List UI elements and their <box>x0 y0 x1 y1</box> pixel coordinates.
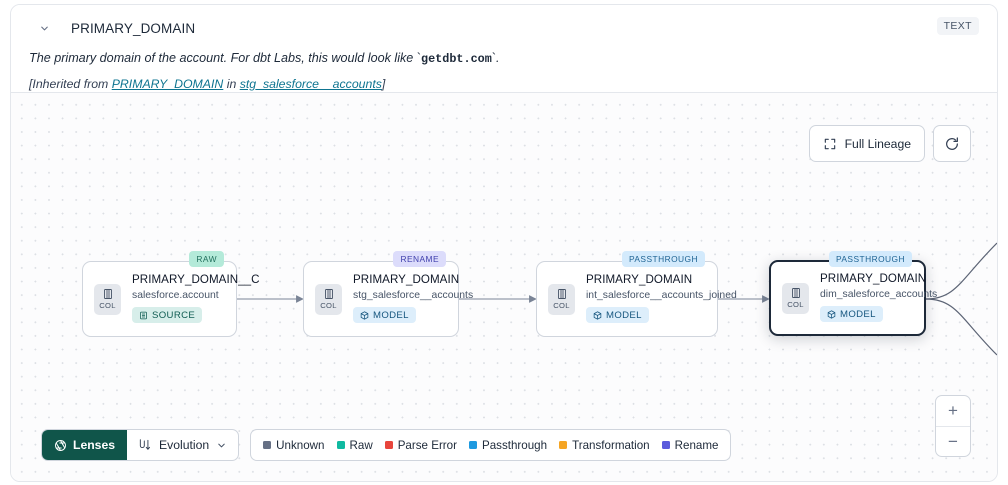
legend-item: Unknown <box>263 438 325 452</box>
inherited-column-link[interactable]: PRIMARY_DOMAIN <box>111 76 224 91</box>
column-type-badge: TEXT <box>936 17 979 35</box>
description-suffix: . <box>496 51 500 65</box>
legend-label: Transformation <box>572 438 650 452</box>
full-lineage-button[interactable]: Full Lineage <box>808 125 925 162</box>
column-chip-label: COL <box>99 301 116 310</box>
node-kind-label: MODEL <box>373 309 409 321</box>
node-lens-tag: PASSTHROUGH <box>828 251 912 267</box>
title-row: PRIMARY_DOMAIN <box>29 15 979 41</box>
lineage-node[interactable]: RAW COL PRIMARY_DOMAIN__C salesforce.acc… <box>82 251 260 337</box>
node-kind-pill: MODEL <box>820 306 883 323</box>
legend-swatch <box>559 441 568 449</box>
refresh-icon <box>944 136 960 152</box>
node-lens-tag: RAW <box>189 251 224 267</box>
node-body: PRIMARY_DOMAIN dim_salesforce_accounts M… <box>820 272 937 324</box>
node-kind-label: SOURCE <box>152 309 196 321</box>
database-icon <box>140 311 147 319</box>
inherited-suffix: ] <box>381 76 386 91</box>
lens-legend: Unknown Raw Parse Error Passthrough Tran… <box>250 429 732 461</box>
node-body: PRIMARY_DOMAIN int_salesforce__accounts_… <box>586 273 737 325</box>
node-kind-pill: MODEL <box>586 307 649 324</box>
legend-item: Raw <box>336 438 373 452</box>
inherited-prefix: [Inherited from <box>29 76 112 91</box>
node-lens-tag: PASSTHROUGH <box>621 251 705 267</box>
lineage-node[interactable]: PASSTHROUGH COL PRIMARY_DOMAIN int_sales… <box>536 251 737 337</box>
lenses-button[interactable]: Lenses <box>42 430 128 460</box>
column-icon: COL <box>94 283 121 315</box>
node-table-name: int_salesforce__accounts_joined <box>586 290 737 302</box>
legend-swatch <box>661 441 670 449</box>
node-kind-pill: MODEL <box>353 307 416 324</box>
legend-item: Rename <box>661 438 719 452</box>
node-kind-label: MODEL <box>840 308 876 320</box>
aperture-icon <box>54 439 67 452</box>
legend-swatch <box>263 441 272 449</box>
node-column-name: PRIMARY_DOMAIN <box>820 272 927 286</box>
canvas-top-controls: Full Lineage <box>808 125 971 162</box>
expand-icon <box>823 137 837 151</box>
column-lineage-panel: PRIMARY_DOMAIN TEXT The primary domain o… <box>10 4 998 482</box>
lens-control-group: Lenses Evolution <box>41 429 240 461</box>
legend-swatch <box>468 441 477 449</box>
legend-label: Rename <box>674 438 719 452</box>
node-body: PRIMARY_DOMAIN stg_salesforce__accounts … <box>353 273 473 325</box>
evolution-dropdown[interactable]: Evolution <box>127 430 238 460</box>
lenses-label: Lenses <box>73 438 116 452</box>
panel-header: PRIMARY_DOMAIN TEXT The primary domain o… <box>11 5 997 92</box>
legend-item: Parse Error <box>384 438 457 452</box>
legend-label: Parse Error <box>397 438 457 452</box>
lineage-node-selected[interactable]: PASSTHROUGH COL PRIMARY_DOMAIN dim_sales… <box>769 251 937 336</box>
full-lineage-label: Full Lineage <box>844 136 911 151</box>
description-code: getdbt.com <box>421 52 492 66</box>
column-chip-label: COL <box>787 300 804 309</box>
node-column-name: PRIMARY_DOMAIN <box>353 273 460 287</box>
lineage-canvas[interactable]: RAW COL PRIMARY_DOMAIN__C salesforce.acc… <box>11 92 997 481</box>
node-column-name: PRIMARY_DOMAIN__C <box>132 273 260 287</box>
legend-item: Transformation <box>559 439 650 452</box>
zoom-controls: + − <box>935 395 971 457</box>
chevron-down-icon[interactable] <box>33 17 55 39</box>
canvas-bottom-bar: Lenses Evolution <box>41 429 732 461</box>
cube-icon <box>827 310 836 319</box>
node-column-name: PRIMARY_DOMAIN <box>586 273 693 287</box>
page-title: PRIMARY_DOMAIN <box>71 20 196 36</box>
node-table-name: stg_salesforce__accounts <box>353 290 474 302</box>
lineage-node[interactable]: RENAME COL PRIMARY_DOMAIN stg_salesforce… <box>303 251 473 337</box>
column-icon: COL <box>782 282 809 314</box>
legend-label: Unknown <box>276 438 325 452</box>
inherited-from-note: [Inherited from PRIMARY_DOMAIN in stg_sa… <box>29 77 979 91</box>
column-description: The primary domain of the account. For d… <box>29 51 500 66</box>
cube-icon <box>593 311 602 320</box>
node-kind-label: MODEL <box>606 309 642 321</box>
node-lens-tag: RENAME <box>393 251 446 267</box>
chevron-down-icon <box>216 440 227 451</box>
column-icon: COL <box>315 283 342 315</box>
lineage-edges <box>237 242 997 356</box>
node-table-name: salesforce.account <box>132 290 219 302</box>
legend-item: Passthrough <box>468 438 548 452</box>
node-table-name: dim_salesforce_accounts <box>820 289 938 301</box>
description-text: The primary domain of the account. For d… <box>29 51 417 65</box>
evolution-label: Evolution <box>159 438 210 452</box>
legend-swatch <box>384 441 393 449</box>
inherited-joiner: in <box>223 76 240 91</box>
node-body: PRIMARY_DOMAIN__C salesforce.account SOU… <box>132 273 260 325</box>
flow-icon <box>138 438 152 452</box>
column-chip-label: COL <box>553 301 570 310</box>
cube-icon <box>360 311 369 320</box>
legend-label: Passthrough <box>481 438 548 452</box>
legend-label: Raw <box>349 438 373 452</box>
legend-swatch <box>336 441 345 449</box>
refresh-button[interactable] <box>933 125 971 162</box>
zoom-in-button[interactable]: + <box>948 401 958 420</box>
inherited-model-link[interactable]: stg_salesforce__accounts <box>239 76 382 91</box>
node-kind-pill: SOURCE <box>132 307 203 324</box>
column-chip-label: COL <box>320 301 337 310</box>
column-icon: COL <box>548 283 575 315</box>
zoom-out-button[interactable]: − <box>936 426 970 456</box>
